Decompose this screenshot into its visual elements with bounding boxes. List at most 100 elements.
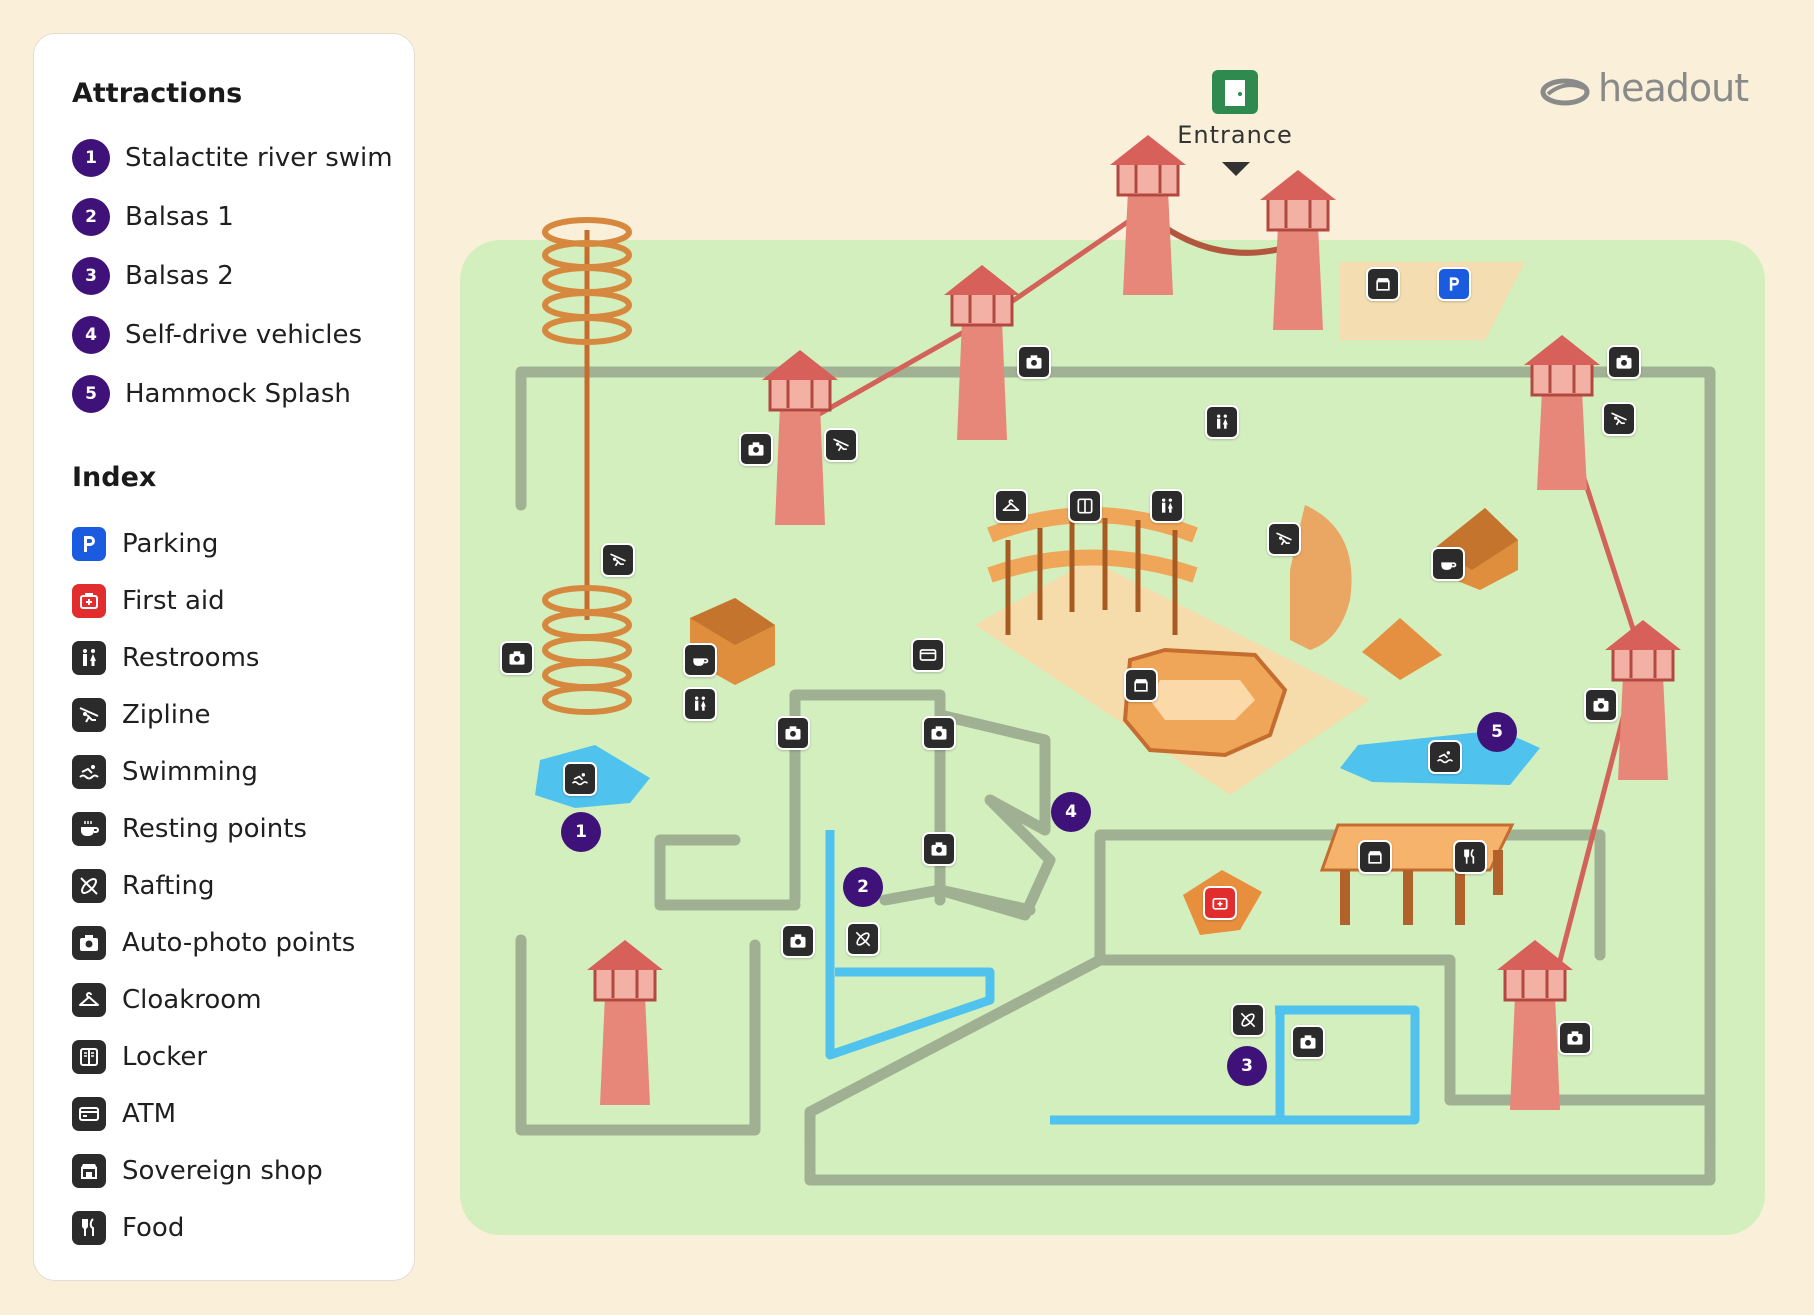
legend-panel: Attractions 1 Stalactite river swim 2 Ba… bbox=[33, 33, 415, 1281]
index-item-atm[interactable]: ATM bbox=[72, 1095, 412, 1135]
curved-wall bbox=[1290, 505, 1352, 650]
attraction-number-badge: 2 bbox=[72, 198, 110, 236]
camera-icon[interactable] bbox=[1017, 345, 1051, 379]
walking-paths bbox=[515, 366, 1716, 1186]
zipline-icon[interactable] bbox=[824, 428, 858, 462]
index-item-first-aid[interactable]: First aid bbox=[72, 582, 412, 622]
attraction-item[interactable]: 4 Self-drive vehicles bbox=[72, 316, 412, 356]
map-attraction-marker-3[interactable]: 3 bbox=[1227, 1046, 1267, 1086]
resting-points-icon[interactable] bbox=[683, 643, 717, 677]
index-item-locker[interactable]: Locker bbox=[72, 1038, 412, 1078]
restrooms-icon[interactable] bbox=[1205, 405, 1239, 439]
tent bbox=[1362, 618, 1442, 680]
atm-icon[interactable] bbox=[911, 638, 945, 672]
swimming-icon[interactable] bbox=[563, 762, 597, 796]
rafting-icon[interactable] bbox=[846, 922, 880, 956]
index-item-cloakroom[interactable]: Cloakroom bbox=[72, 981, 412, 1021]
index-label: ATM bbox=[122, 1099, 177, 1129]
index-item-parking[interactable]: Parking bbox=[72, 525, 412, 565]
index-label: Food bbox=[122, 1213, 185, 1243]
tower bbox=[1497, 940, 1573, 1110]
map-attraction-marker-4[interactable]: 4 bbox=[1051, 792, 1091, 832]
entrance-label: Entrance bbox=[1177, 121, 1293, 149]
headout-logo-icon bbox=[1540, 78, 1590, 106]
rafting-icon[interactable] bbox=[1231, 1003, 1265, 1037]
swimming-icon[interactable] bbox=[1428, 740, 1462, 774]
food-icon bbox=[72, 1211, 106, 1245]
spiral-tower bbox=[542, 217, 632, 715]
index-label: Parking bbox=[122, 529, 219, 559]
index-item-swimming[interactable]: Swimming bbox=[72, 753, 412, 793]
shop-icon[interactable] bbox=[1366, 267, 1400, 301]
first-aid-icon[interactable] bbox=[1203, 886, 1237, 920]
restrooms-icon[interactable] bbox=[1150, 489, 1184, 523]
index-item-resting-points[interactable]: Resting points bbox=[72, 810, 412, 850]
tower bbox=[944, 265, 1020, 440]
index-label: Auto-photo points bbox=[122, 928, 356, 958]
tower bbox=[1110, 135, 1186, 295]
first-aid-icon bbox=[72, 584, 106, 618]
restrooms-icon bbox=[72, 641, 106, 675]
tower bbox=[1260, 170, 1336, 330]
camera-icon[interactable] bbox=[1584, 688, 1618, 722]
index-label: Restrooms bbox=[122, 643, 260, 673]
towers bbox=[587, 135, 1681, 1110]
shop-icon[interactable] bbox=[1124, 668, 1158, 702]
rafting-channel-2 bbox=[825, 830, 995, 1060]
attraction-label: Stalactite river swim bbox=[125, 143, 393, 173]
cloakroom-icon[interactable] bbox=[994, 489, 1028, 523]
parking-icon[interactable] bbox=[1437, 267, 1471, 301]
map-attraction-marker-5[interactable]: 5 bbox=[1477, 712, 1517, 752]
camera-icon[interactable] bbox=[1607, 345, 1641, 379]
locker-icon[interactable] bbox=[1068, 489, 1102, 523]
attraction-item[interactable]: 3 Balsas 2 bbox=[72, 257, 412, 297]
attraction-item[interactable]: 2 Balsas 1 bbox=[72, 198, 412, 238]
tower bbox=[1605, 620, 1681, 780]
attraction-item[interactable]: 1 Stalactite river swim bbox=[72, 139, 412, 179]
zipline-icon bbox=[72, 698, 106, 732]
camera-icon[interactable] bbox=[922, 832, 956, 866]
shop-icon bbox=[72, 1154, 106, 1188]
resting-points-icon[interactable] bbox=[1431, 547, 1465, 581]
attraction-label: Hammock Splash bbox=[125, 379, 351, 409]
attraction-number-badge: 5 bbox=[72, 375, 110, 413]
logo-text: headout bbox=[1598, 66, 1749, 110]
map-attraction-marker-1[interactable]: 1 bbox=[561, 812, 601, 852]
index-label: First aid bbox=[122, 586, 225, 616]
zipline-icon[interactable] bbox=[1602, 402, 1636, 436]
camera-icon[interactable] bbox=[739, 432, 773, 466]
camera-icon[interactable] bbox=[500, 641, 534, 675]
attraction-number-badge: 4 bbox=[72, 316, 110, 354]
index-label: Sovereign shop bbox=[122, 1156, 323, 1186]
zipline-icon[interactable] bbox=[601, 543, 635, 577]
camera-icon[interactable] bbox=[776, 716, 810, 750]
restrooms-icon[interactable] bbox=[683, 687, 717, 721]
index-item-zipline[interactable]: Zipline bbox=[72, 696, 412, 736]
cloakroom-icon bbox=[72, 983, 106, 1017]
index-heading: Index bbox=[72, 462, 157, 493]
index-label: Locker bbox=[122, 1042, 208, 1072]
attraction-label: Balsas 2 bbox=[125, 261, 234, 291]
attractions-heading: Attractions bbox=[72, 78, 243, 109]
map-attraction-marker-2[interactable]: 2 bbox=[843, 867, 883, 907]
zipline-icon[interactable] bbox=[1267, 522, 1301, 556]
index-label: Resting points bbox=[122, 814, 307, 844]
index-item-sovereign-shop[interactable]: Sovereign shop bbox=[72, 1152, 412, 1192]
locker-icon bbox=[72, 1040, 106, 1074]
index-item-auto-photo-points[interactable]: Auto-photo points bbox=[72, 924, 412, 964]
tower bbox=[1524, 335, 1600, 490]
attraction-number-badge: 1 bbox=[72, 139, 110, 177]
index-label: Cloakroom bbox=[122, 985, 262, 1015]
atm-icon bbox=[72, 1097, 106, 1131]
camera-icon[interactable] bbox=[781, 924, 815, 958]
food-icon[interactable] bbox=[1453, 840, 1487, 874]
camera-icon[interactable] bbox=[1291, 1025, 1325, 1059]
attraction-item[interactable]: 5 Hammock Splash bbox=[72, 375, 412, 415]
attraction-label: Self-drive vehicles bbox=[125, 320, 363, 350]
camera-icon[interactable] bbox=[922, 716, 956, 750]
camera-icon[interactable] bbox=[1558, 1021, 1592, 1055]
shop-icon[interactable] bbox=[1358, 840, 1392, 874]
index-item-food[interactable]: Food bbox=[72, 1209, 412, 1249]
index-item-rafting[interactable]: Rafting bbox=[72, 867, 412, 907]
index-item-restrooms[interactable]: Restrooms bbox=[72, 639, 412, 679]
